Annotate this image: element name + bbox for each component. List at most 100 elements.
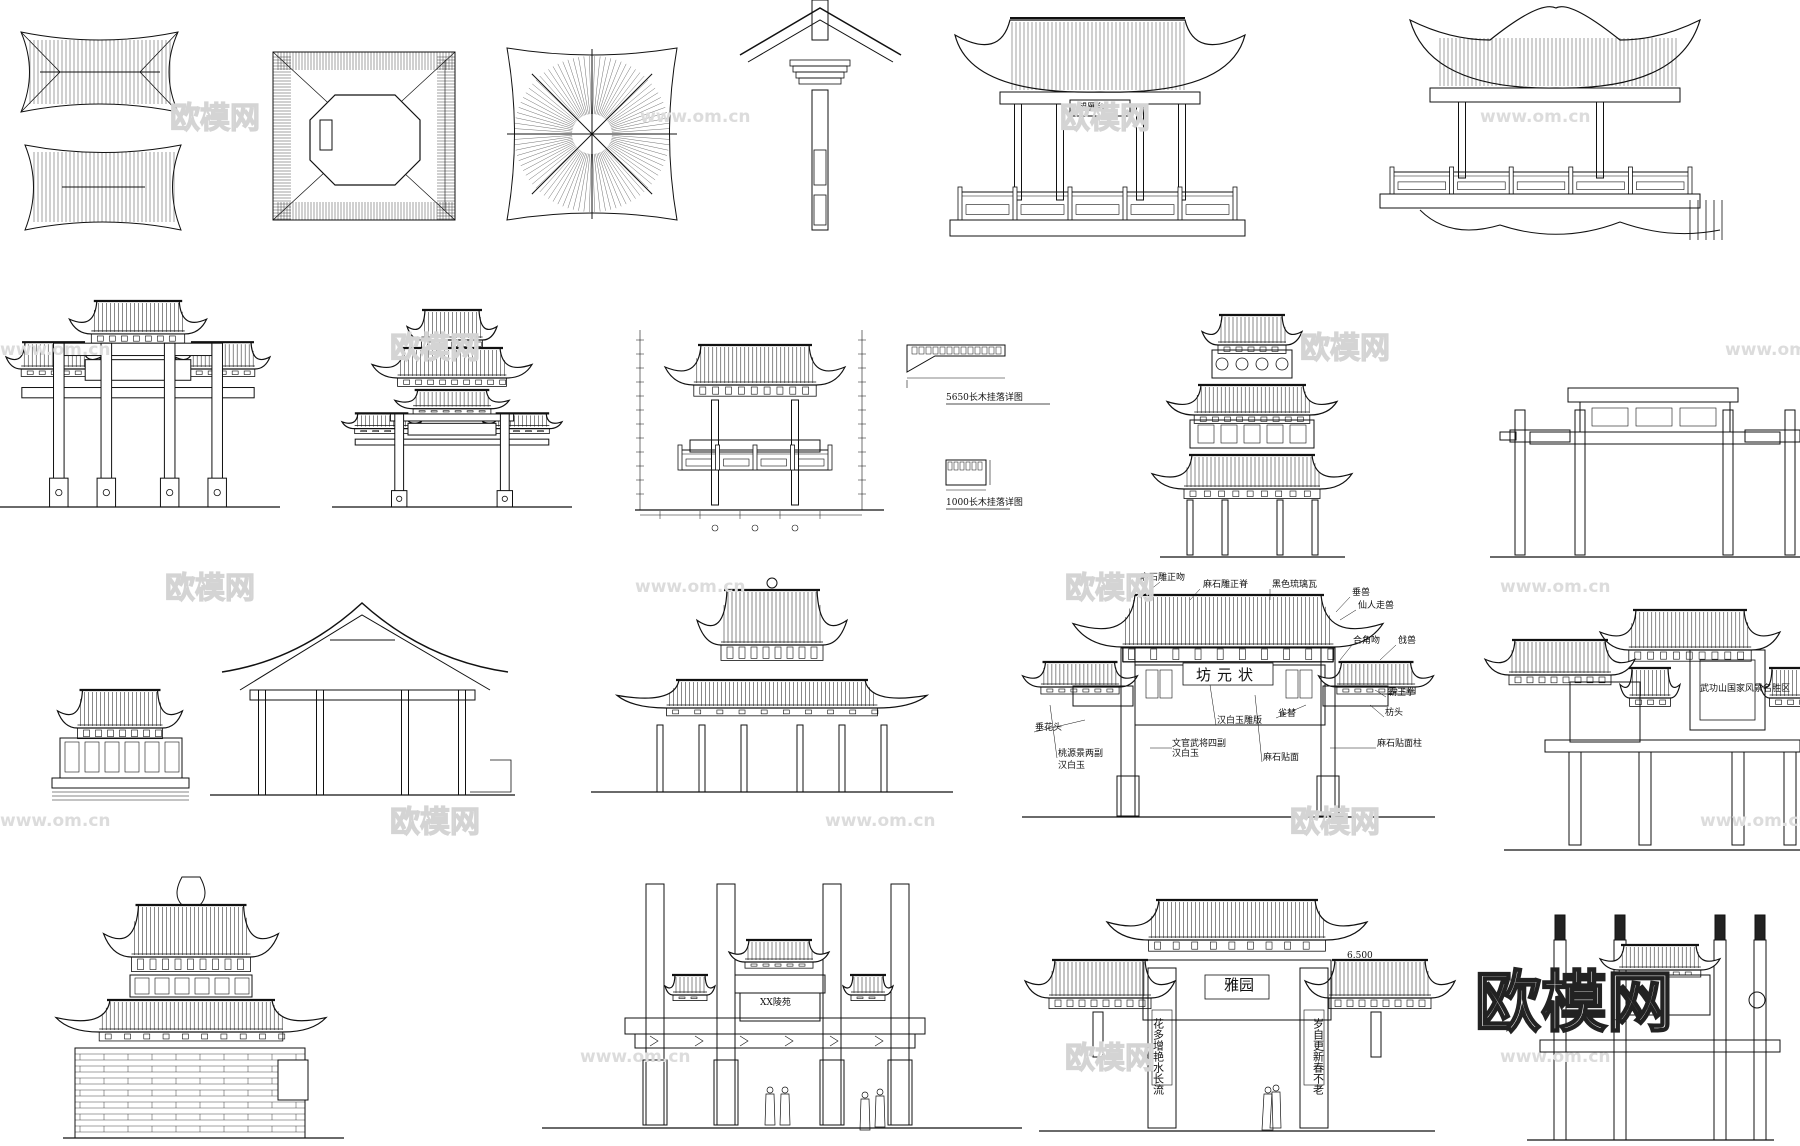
rect <box>403 379 410 385</box>
line <box>601 151 632 202</box>
rect <box>96 477 117 508</box>
rect <box>407 422 497 436</box>
rect <box>1714 914 1726 941</box>
rect <box>249 689 476 701</box>
rect <box>487 379 494 385</box>
line <box>523 97 575 125</box>
rect <box>157 335 164 342</box>
rect <box>947 461 953 471</box>
rect <box>762 646 770 659</box>
rect <box>1289 490 1297 497</box>
rect <box>810 646 818 659</box>
path <box>54 999 328 1033</box>
rect <box>451 379 458 385</box>
rect <box>802 386 809 395</box>
line <box>528 145 576 180</box>
rect <box>1114 999 1122 1007</box>
line <box>611 128 670 133</box>
couplet-right: 岁自更新春不老 <box>1312 1017 1325 1095</box>
rect <box>1711 651 1719 660</box>
line <box>591 73 653 135</box>
double-eave-pavilion-elevation <box>54 876 344 1139</box>
roof-plan-drawings <box>20 31 182 231</box>
rect <box>159 477 180 508</box>
line <box>607 83 652 122</box>
rect <box>1586 676 1594 684</box>
line <box>611 138 669 151</box>
line <box>572 58 588 115</box>
rect <box>738 709 746 715</box>
line <box>1335 596 1351 613</box>
rect <box>1145 669 1159 699</box>
rect <box>760 709 768 715</box>
rect <box>243 370 251 375</box>
rect <box>774 963 782 967</box>
rect <box>786 646 794 659</box>
line <box>596 58 612 115</box>
rect <box>1220 424 1238 444</box>
rect <box>1629 697 1671 707</box>
rect <box>354 438 550 446</box>
rect <box>789 59 851 67</box>
rect <box>1102 999 1110 1007</box>
line <box>543 149 580 196</box>
rect <box>1246 490 1254 497</box>
watermark-url: www.om.cn <box>1500 577 1611 597</box>
annotation: 麻石雕正脊 <box>1203 578 1248 590</box>
rect <box>1122 186 1128 221</box>
rect <box>1334 999 1342 1007</box>
rect <box>1544 739 1800 753</box>
line <box>1374 689 1387 698</box>
axis-marker <box>711 524 719 532</box>
rect <box>813 149 827 186</box>
rect <box>1075 204 1120 215</box>
rect <box>1538 676 1546 684</box>
rect <box>143 729 150 737</box>
rect <box>1514 676 1522 684</box>
annotation: 雀替 <box>1278 707 1296 719</box>
rect <box>1191 941 1199 950</box>
rect <box>1737 651 1744 660</box>
rect <box>1194 648 1202 660</box>
annotation: 枋头 <box>1385 706 1403 718</box>
axis-marker <box>751 524 759 532</box>
line <box>611 135 670 140</box>
rect <box>699 386 707 395</box>
annotation: 文官武将四副 <box>1172 737 1226 749</box>
rect <box>1689 649 1766 731</box>
rect <box>144 741 160 773</box>
rect <box>1094 688 1102 693</box>
rect <box>1204 974 1270 1000</box>
rect <box>1040 686 1120 695</box>
path <box>1409 6 1701 89</box>
rect <box>214 977 230 995</box>
rect <box>786 963 794 967</box>
rect <box>372 430 379 432</box>
rect <box>463 341 470 347</box>
person-figure <box>781 1086 789 1094</box>
rect <box>187 958 194 970</box>
rect <box>693 384 817 397</box>
rect <box>1370 999 1378 1007</box>
line <box>608 145 656 180</box>
rect <box>401 689 409 796</box>
line <box>593 153 601 212</box>
person-figure <box>1272 1084 1280 1092</box>
line <box>20 31 61 73</box>
rect <box>1402 688 1410 693</box>
rect <box>911 346 918 355</box>
bracket-section-drawing <box>739 0 902 231</box>
watermark-brand: 欧模网 <box>1065 1041 1155 1076</box>
watermark-brand: 欧模网 <box>1065 571 1155 606</box>
line <box>599 61 622 116</box>
rect <box>1012 186 1018 221</box>
rect <box>752 444 758 471</box>
rect <box>21 387 255 399</box>
rect <box>104 741 120 773</box>
line <box>611 117 669 130</box>
rect <box>1322 685 1389 707</box>
rect <box>74 1047 306 1139</box>
rect <box>1562 676 1570 684</box>
rect <box>1569 681 1641 743</box>
rect <box>277 1059 309 1101</box>
